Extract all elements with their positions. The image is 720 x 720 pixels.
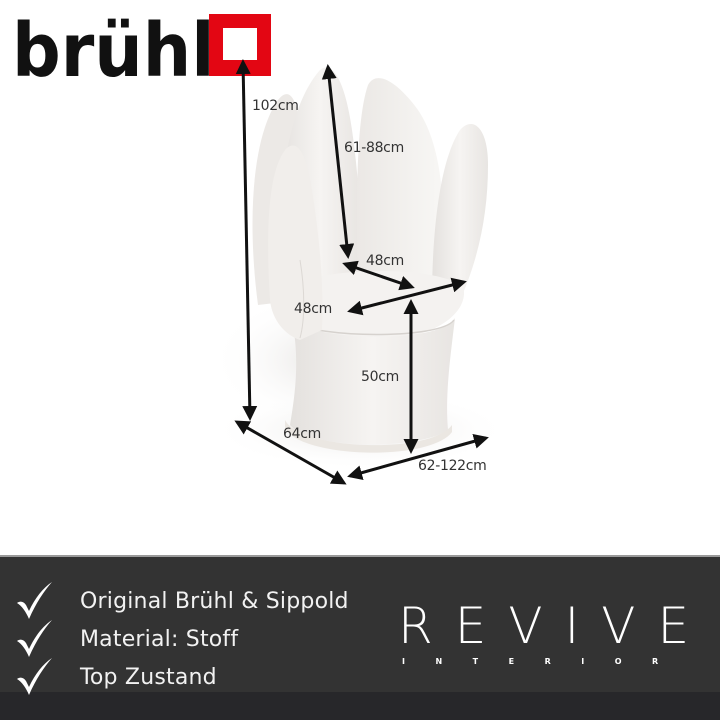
feature-label: Original Brühl & Sippold bbox=[80, 588, 349, 614]
feature-item: Top Zustand bbox=[14, 657, 217, 697]
front-left-petal bbox=[268, 145, 323, 340]
chair-illustration bbox=[210, 59, 510, 485]
dimension-seat-width: 48cm bbox=[294, 301, 332, 317]
dimension-depth: 64cm bbox=[283, 426, 321, 442]
product-image-area: brühl bbox=[12, 8, 510, 485]
seller-logo-name: REVIVE bbox=[398, 597, 712, 655]
feature-panel: Original Brühl & Sippold Material: Stoff… bbox=[0, 555, 720, 720]
checkmark-icon bbox=[17, 658, 52, 695]
right-petal bbox=[432, 123, 488, 300]
brand-logo-square-icon bbox=[209, 14, 271, 76]
feature-item: Material: Stoff bbox=[14, 619, 238, 659]
brand-logo: brühl bbox=[12, 8, 232, 94]
brand-logo-text: brühl bbox=[12, 8, 215, 94]
checkmark-icon bbox=[17, 620, 52, 657]
dimension-seat-depth: 48cm bbox=[366, 253, 404, 269]
feature-label: Material: Stoff bbox=[80, 626, 239, 652]
dimension-arrows bbox=[234, 59, 489, 485]
dimension-width: 62-122cm bbox=[418, 458, 487, 474]
dimension-backrest-height: 61-88cm bbox=[344, 140, 404, 156]
checkmark-icon bbox=[17, 582, 52, 619]
center-petal bbox=[357, 78, 444, 290]
panel-bottom-strip bbox=[0, 692, 720, 720]
dimension-seat-height: 50cm bbox=[361, 369, 399, 385]
feature-item: Original Brühl & Sippold bbox=[14, 581, 349, 621]
feature-label: Top Zustand bbox=[80, 664, 217, 690]
dimension-total-height: 102cm bbox=[252, 98, 299, 114]
seller-logo-subtitle: INTERIOR bbox=[402, 657, 689, 666]
